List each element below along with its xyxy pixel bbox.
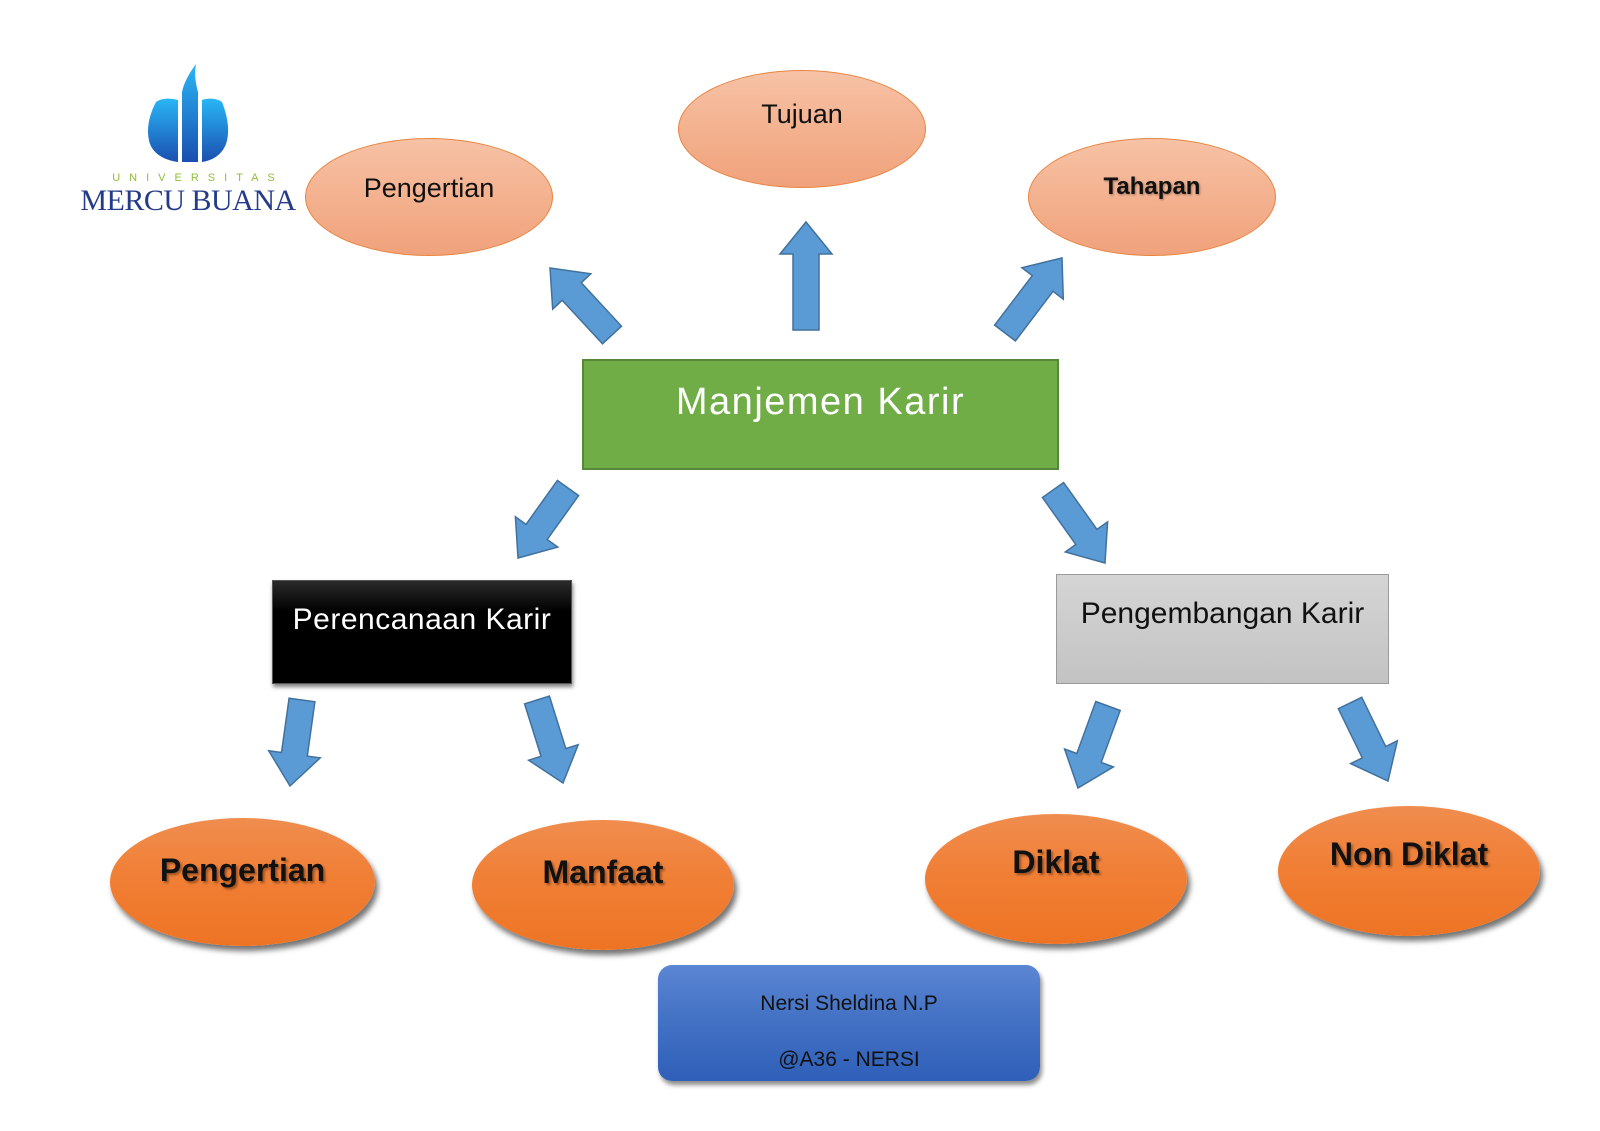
author-id: @A36 - NERSI [778, 1048, 920, 1071]
arrow-to-non-diklat [1337, 696, 1399, 783]
flame-pillars-icon [148, 64, 229, 162]
node-label: Tujuan [761, 99, 843, 129]
arrow-to-perencanaan [514, 479, 580, 559]
logo-name: MERCU BUANA [80, 184, 296, 217]
arrow-to-pengembangan [1041, 481, 1109, 564]
node-manfaat[interactable]: Manfaat [472, 820, 734, 950]
branch-perencanaan-karir[interactable]: Perencanaan Karir [272, 580, 572, 684]
university-logo: UNIVERSITAS MERCU BUANA [78, 62, 298, 222]
node-non-diklat[interactable]: Non Diklat [1278, 806, 1540, 936]
node-label: Diklat [1012, 844, 1100, 880]
arrow-to-tahapan [993, 257, 1065, 342]
arrow-to-diklat [1063, 700, 1122, 790]
arrow-to-manfaat [523, 695, 580, 785]
node-label: Pengertian [363, 173, 495, 203]
arrow-to-pengertian-bottom [267, 697, 322, 788]
central-node-manajemen-karir[interactable]: Manjemen Karir [582, 359, 1059, 470]
logo-subtitle: UNIVERSITAS [112, 172, 284, 184]
branch-label: Perencanaan Karir [292, 603, 552, 636]
author-name: Nersi Sheldina N.P [760, 992, 938, 1015]
node-label: Manfaat [542, 854, 664, 890]
node-pengertian-top[interactable]: Pengertian [305, 138, 553, 256]
node-label: Tahapan [1103, 173, 1201, 200]
node-label: Non Diklat [1329, 836, 1489, 872]
node-tujuan[interactable]: Tujuan [678, 70, 926, 188]
arrow-to-pengertian-top [549, 267, 623, 345]
node-pengertian-bottom[interactable]: Pengertian [110, 818, 375, 946]
central-label: Manjemen Karir [675, 381, 966, 423]
node-diklat[interactable]: Diklat [925, 814, 1187, 944]
branch-pengembangan-karir[interactable]: Pengembangan Karir [1056, 574, 1389, 684]
branch-label: Pengembangan Karir [1080, 597, 1365, 630]
node-tahapan[interactable]: Tahapan [1028, 138, 1276, 256]
node-label: Pengertian [159, 852, 326, 888]
arrow-to-tujuan [778, 220, 834, 331]
author-box: Nersi Sheldina N.P @A36 - NERSI [658, 965, 1040, 1081]
